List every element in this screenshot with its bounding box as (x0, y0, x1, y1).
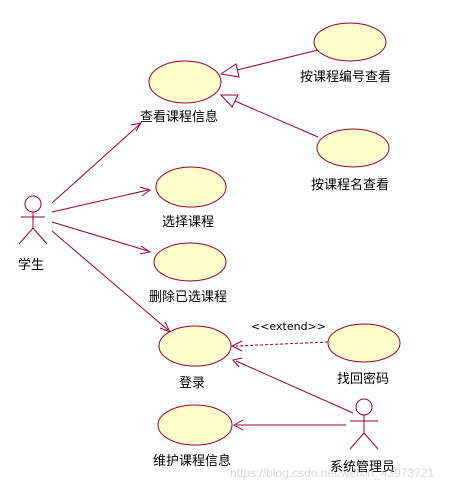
label-view-course-info: 查看课程信息 (140, 109, 218, 125)
relations (51, 49, 354, 431)
actor-admin-leg-right (363, 432, 379, 450)
usecase-view-course-info[interactable] (148, 60, 222, 104)
label-select-course: 选择课程 (162, 215, 214, 230)
assoc-student-view-course-info (51, 123, 141, 204)
actor-student-leg-right (32, 227, 48, 245)
assoc-admin-login (235, 360, 354, 414)
usecase-view-by-course-no[interactable] (313, 22, 387, 62)
label-actor-student: 学生 (18, 257, 44, 273)
watermark-text: https://blog.csdn.net/weixin_43973721 (230, 466, 434, 480)
assoc-student-select-course (51, 189, 149, 213)
label-recover-password: 找回密码 (337, 371, 389, 387)
usecase-maintain-course-info[interactable] (157, 404, 233, 446)
actor-admin-head (355, 398, 373, 416)
usecase-delete-selected-course[interactable] (153, 242, 227, 282)
generalization-by-name (234, 100, 319, 138)
labels: 查看课程信息 按课程编号查看 按课程名查看 选择课程 删除已选课程 登录 找回密… (18, 69, 395, 475)
actor-admin-leg-left (349, 432, 365, 450)
label-login: 登录 (179, 376, 205, 391)
usecase-select-course[interactable] (155, 166, 227, 208)
arrowhead-extend (230, 340, 243, 352)
assoc-student-login (51, 230, 169, 331)
triangle-by-name (219, 94, 239, 108)
arrowhead-login-admin (232, 357, 243, 368)
label-view-by-course-name: 按课程名查看 (311, 177, 389, 193)
extend-recover-login (235, 341, 329, 347)
actor-student-head (24, 195, 42, 213)
actor-student-leg-left (18, 227, 34, 245)
triangle-by-no (219, 63, 240, 78)
label-delete-selected-course: 删除已选课程 (149, 290, 227, 305)
label-maintain-course-info: 维护课程信息 (153, 453, 231, 469)
usecase-view-by-course-name[interactable] (316, 128, 390, 168)
label-view-by-course-no: 按课程编号查看 (300, 69, 391, 85)
generalization-by-no (236, 49, 319, 71)
actor-admin[interactable] (349, 398, 379, 450)
use-cases (148, 22, 401, 446)
arrowhead-delete-course (139, 245, 152, 255)
arrowhead-view-course-info (130, 122, 143, 132)
usecase-recover-password[interactable] (327, 323, 401, 363)
label-actor-admin: 系统管理员 (330, 460, 395, 475)
arrowhead-select-course (139, 186, 152, 197)
arrowhead-maintain (232, 419, 244, 431)
usecase-login[interactable] (158, 325, 232, 367)
actor-student[interactable] (18, 195, 48, 245)
label-extend-stereotype: <<extend>> (251, 320, 326, 333)
assoc-student-delete-course (51, 221, 149, 252)
